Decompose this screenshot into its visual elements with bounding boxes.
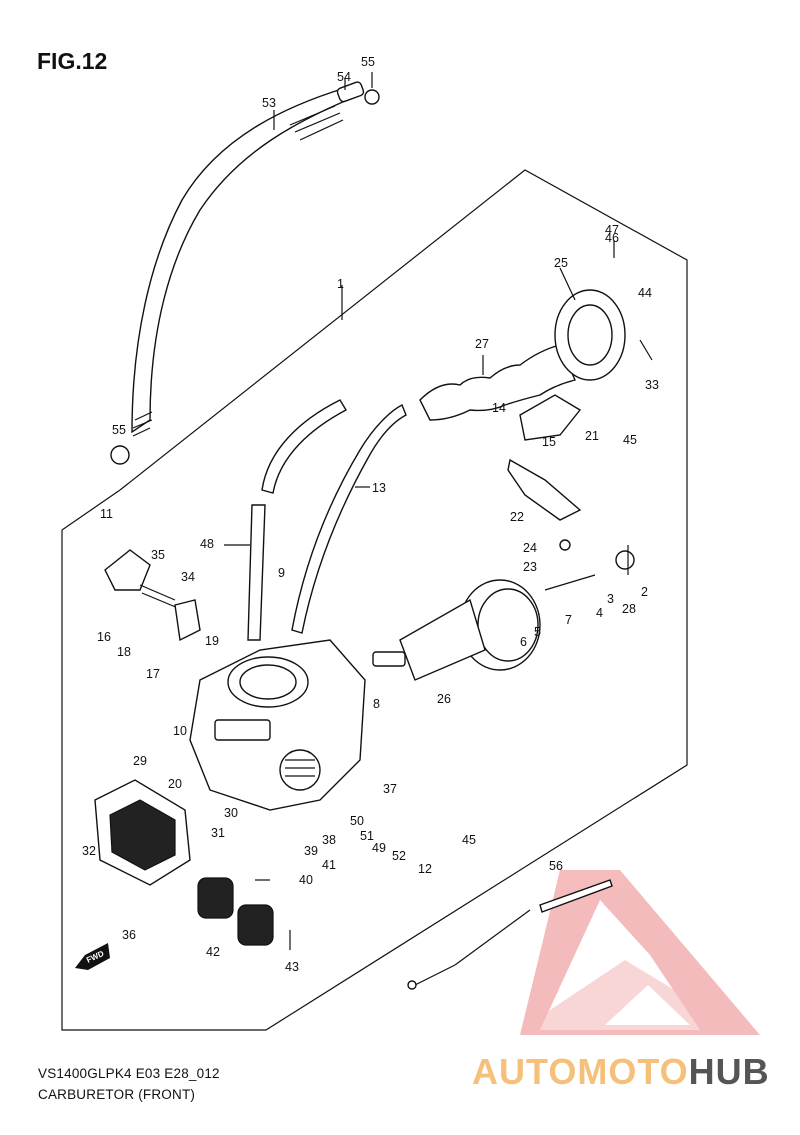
callout-numbers: 1 2 3 4 5 6 7 8 9 10 11 12 13 14 15 16 1…: [82, 55, 659, 974]
callout-53: 53: [262, 96, 276, 110]
callout-30: 30: [224, 806, 238, 820]
callout-21: 21: [585, 429, 599, 443]
callout-52: 52: [392, 849, 406, 863]
watermark-logo: [520, 870, 760, 1035]
callout-26: 26: [437, 692, 451, 706]
callout-48: 48: [200, 537, 214, 551]
callout-41: 41: [322, 858, 336, 872]
callout-3: 3: [607, 592, 614, 606]
callout-28: 28: [622, 602, 636, 616]
callout-34: 34: [181, 570, 195, 584]
callout-46: 46: [605, 231, 619, 245]
callout-44: 44: [638, 286, 652, 300]
brand-part2: HUB: [688, 1051, 770, 1092]
figure-caption: CARBURETOR (FRONT): [38, 1087, 196, 1102]
callout-14: 14: [492, 401, 506, 415]
callout-56: 56: [549, 859, 563, 873]
callout-22: 22: [510, 510, 524, 524]
callout-24: 24: [523, 541, 537, 555]
callout-36: 36: [122, 928, 136, 942]
callout-15: 15: [542, 435, 556, 449]
callout-43: 43: [285, 960, 299, 974]
fuel-hose-53: [110, 81, 380, 465]
callout-25: 25: [554, 256, 568, 270]
callout-27: 27: [475, 337, 489, 351]
callout-10: 10: [173, 724, 187, 738]
callout-37: 37: [383, 782, 397, 796]
carburetor-body: [189, 639, 366, 811]
callout-55b: 55: [112, 423, 126, 437]
callout-55a: 55: [361, 55, 375, 69]
brand-part1: AUTOMOTO: [472, 1051, 689, 1092]
callout-2: 2: [641, 585, 648, 599]
leader-lines: [224, 72, 653, 950]
float-bowl-29: [94, 779, 191, 886]
callout-13: 13: [372, 481, 386, 495]
callout-32: 32: [82, 844, 96, 858]
callout-39: 39: [304, 844, 318, 858]
callout-7: 7: [565, 613, 572, 627]
callout-50: 50: [350, 814, 364, 828]
callout-45a: 45: [623, 433, 637, 447]
callout-38: 38: [322, 833, 336, 847]
assembly-boundary: [61, 169, 688, 1031]
watermark-brand: AUTOMOTOHUB: [472, 1051, 770, 1093]
callout-31: 31: [211, 826, 225, 840]
callout-42: 42: [206, 945, 220, 959]
cover-35-34: [104, 549, 201, 642]
callout-18: 18: [117, 645, 131, 659]
diaphragm-26: [372, 579, 541, 681]
callout-45b: 45: [462, 833, 476, 847]
figure-title: FIG.12: [37, 48, 108, 74]
callout-17: 17: [146, 667, 160, 681]
callout-49: 49: [372, 841, 386, 855]
callout-5: 5: [534, 625, 541, 639]
callout-19: 19: [205, 634, 219, 648]
fwd-arrow-icon: FWD: [75, 943, 110, 970]
callout-1: 1: [337, 277, 344, 291]
callout-11: 11: [100, 507, 113, 521]
callout-8: 8: [373, 697, 380, 711]
callout-9: 9: [278, 566, 285, 580]
linkage-parts: [507, 394, 635, 591]
callout-20: 20: [168, 777, 182, 791]
callout-47: 47: [605, 223, 619, 237]
hoses-13-48: [247, 399, 407, 641]
float-42: [197, 877, 274, 946]
figure-code: VS1400GLPK4 E03 E28_012: [38, 1066, 220, 1081]
callout-54: 54: [337, 70, 351, 84]
callout-23: 23: [523, 560, 537, 574]
spring-27-cap-25: [419, 289, 626, 421]
callout-33: 33: [645, 378, 659, 392]
callout-40: 40: [299, 873, 313, 887]
throttle-cable-56: [407, 879, 613, 990]
callout-4: 4: [596, 606, 603, 620]
callout-29: 29: [133, 754, 147, 768]
callout-12: 12: [418, 862, 432, 876]
callout-35: 35: [151, 548, 165, 562]
callout-6: 6: [520, 635, 527, 649]
callout-51: 51: [360, 829, 374, 843]
callout-16: 16: [97, 630, 111, 644]
